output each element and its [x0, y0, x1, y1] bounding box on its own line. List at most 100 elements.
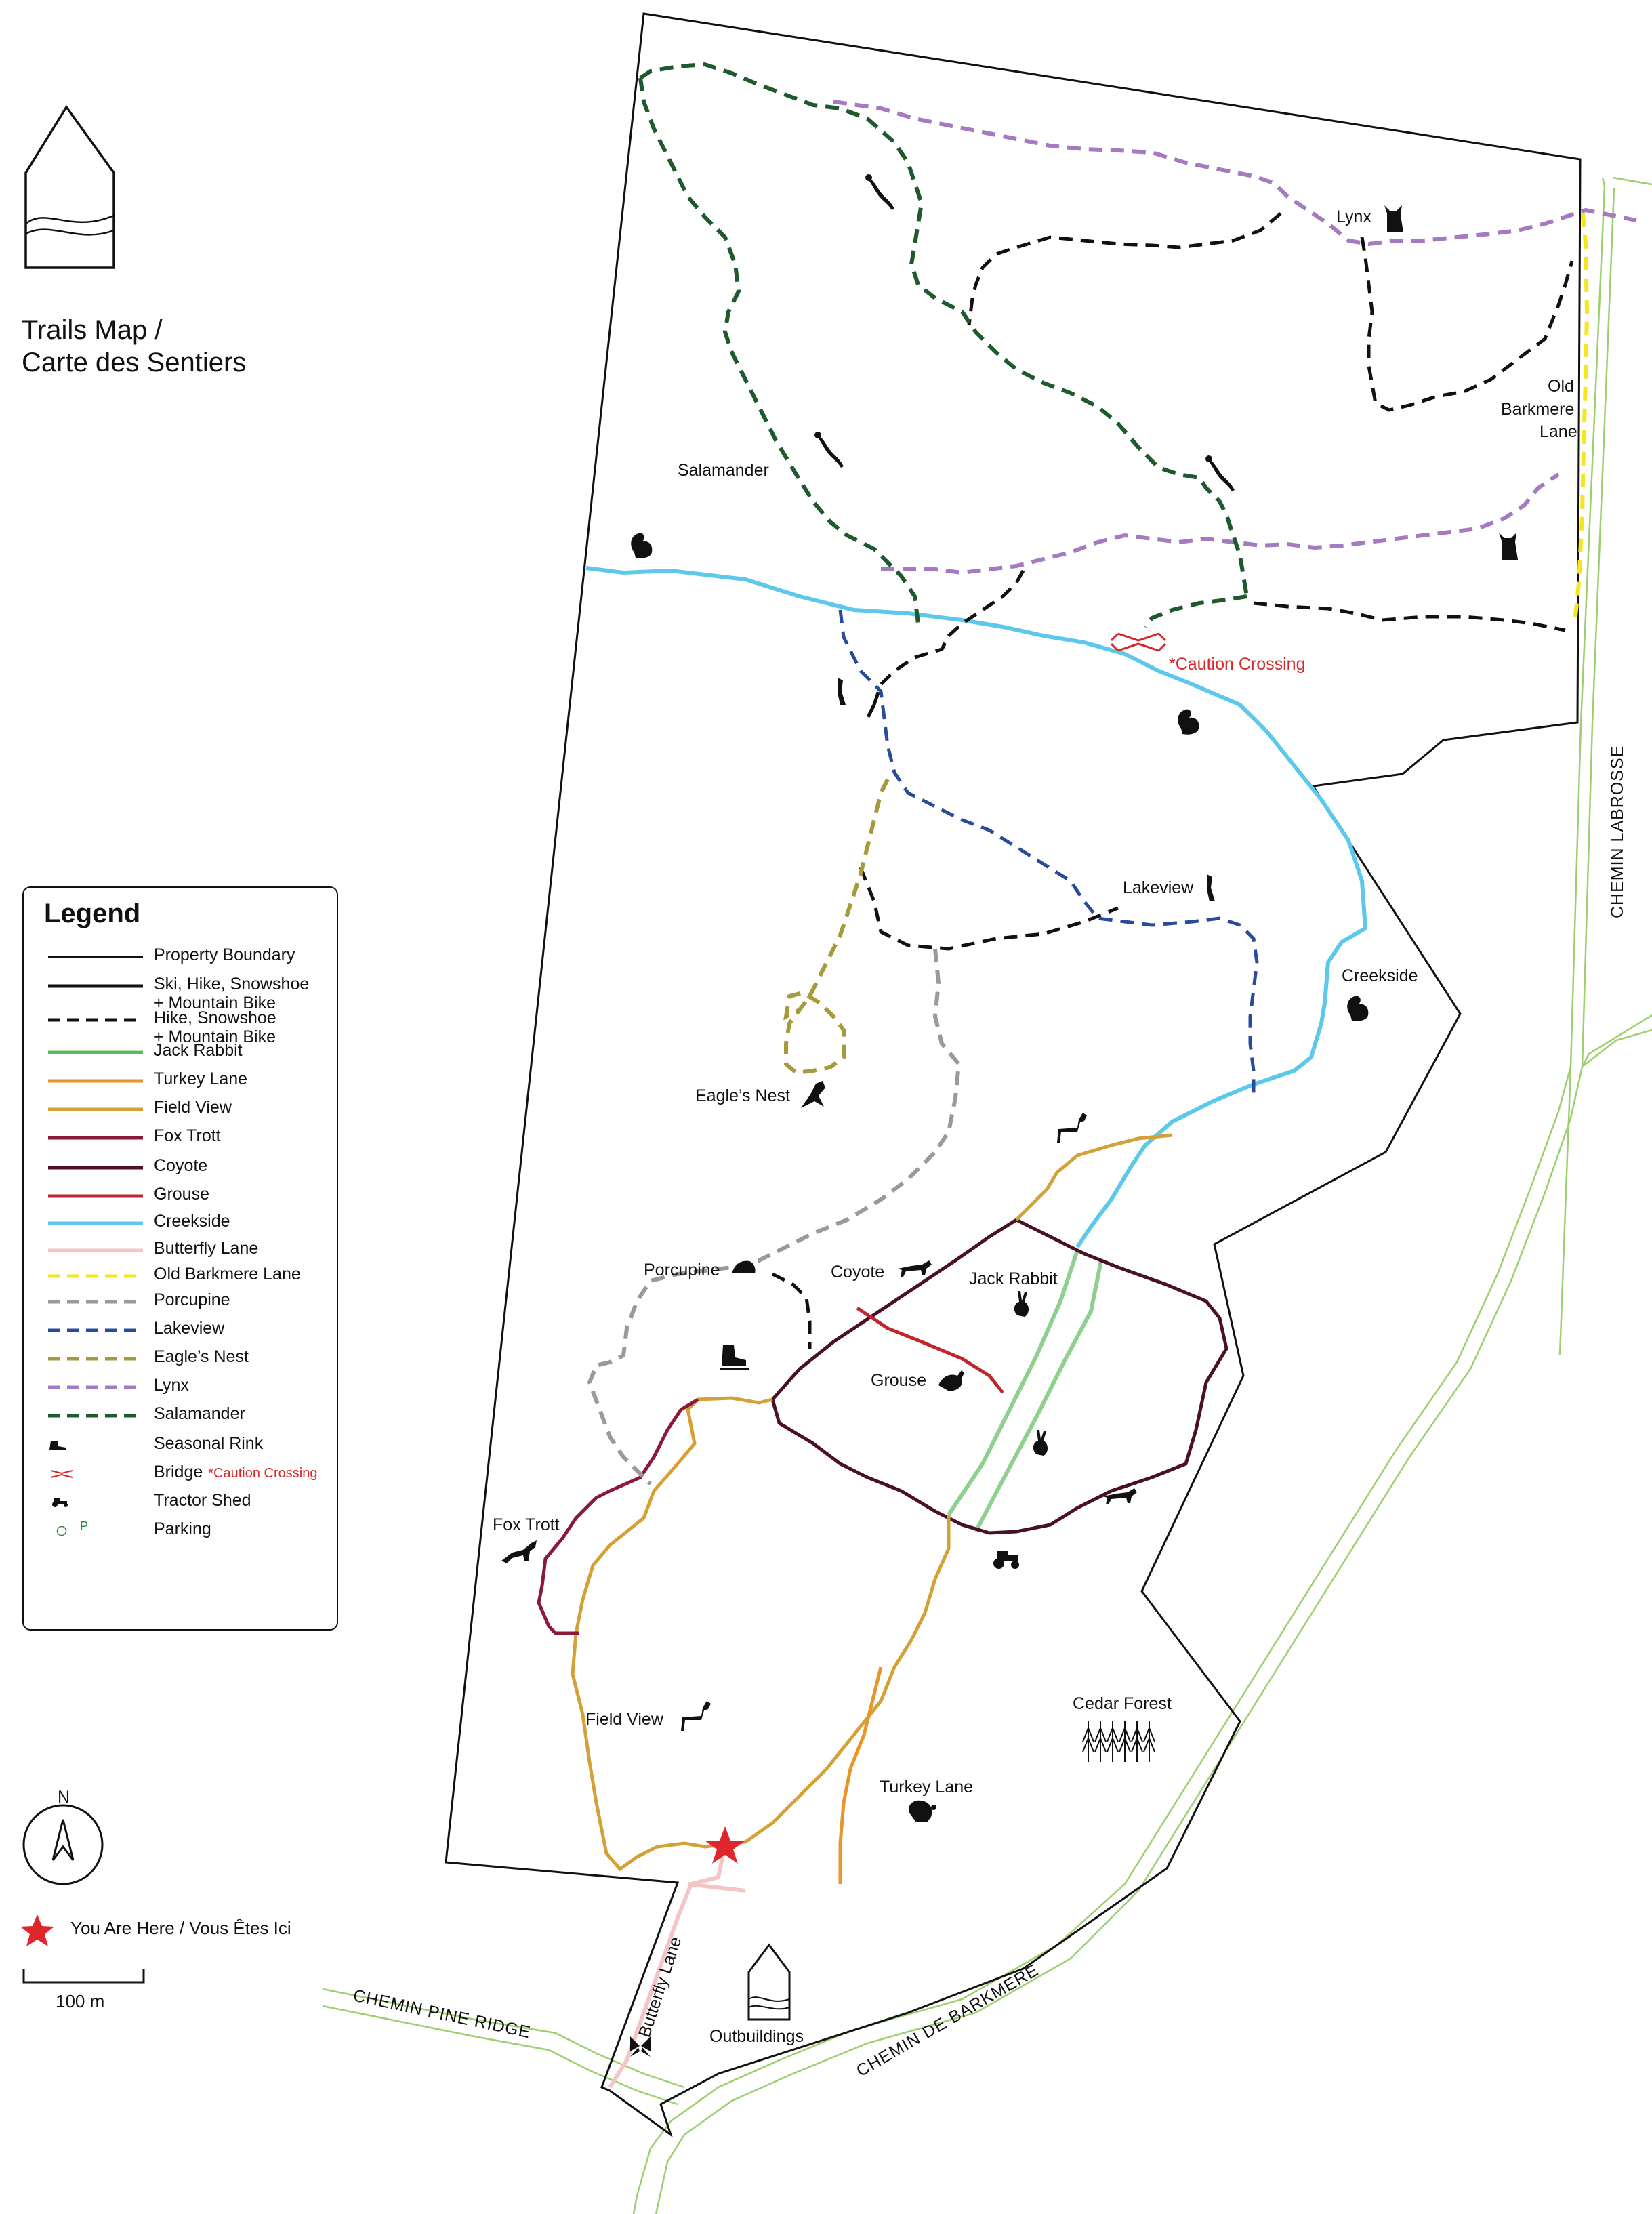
legend-label: Coyote — [154, 1156, 207, 1175]
tractor-icon — [993, 1551, 1019, 1569]
legend-label-text: Field View — [154, 1098, 232, 1117]
legend-label-text: Butterfly Lane — [154, 1239, 259, 1258]
legend-label-text: Property Boundary — [154, 945, 295, 964]
legend-swatch — [48, 984, 143, 988]
squirrel-icon — [1347, 996, 1369, 1021]
legend-item: Turkey Lane — [24, 1069, 337, 1099]
label-jack-rabbit: Jack Rabbit — [969, 1269, 1058, 1288]
legend-item: Butterfly Lane — [24, 1239, 337, 1269]
trail-salamander — [638, 62, 1249, 628]
trail-hike-snowshoe-dashed — [771, 212, 1574, 1349]
legend-item: Ski, Hike, Snowshoe+ Mountain Bike — [24, 975, 337, 1012]
legend-swatch — [48, 1385, 143, 1389]
legend-label: Bridge *Caution Crossing — [154, 1462, 317, 1483]
outbuildings-icon — [747, 1943, 791, 2021]
trail-porcupine — [587, 948, 962, 1486]
road-chemin-pine-ridge-2 — [322, 2005, 678, 2106]
legend-label: Fox Trott — [154, 1126, 221, 1145]
legend-label-text: Creekside — [154, 1212, 230, 1231]
legend-label-text-2: + Mountain Bike — [154, 1027, 276, 1046]
scale-label: 100 m — [56, 1991, 105, 2011]
lynx-icon — [1499, 533, 1518, 560]
legend-item: Field View — [24, 1098, 337, 1128]
legend-item: Salamander — [24, 1404, 337, 1434]
legend-swatch — [48, 1166, 143, 1170]
legend-swatch — [48, 956, 143, 958]
lynx-icon — [1384, 205, 1403, 232]
trail-lynx — [833, 100, 1637, 575]
bridge-icon — [50, 1470, 73, 1478]
salamander-icon — [1205, 455, 1235, 491]
legend-label-text: Bridge — [154, 1462, 203, 1481]
legend-item: Fox Trott — [24, 1126, 337, 1156]
legend-item: Coyote — [24, 1156, 337, 1186]
skate-icon — [49, 1441, 66, 1450]
rabbit-icon — [1033, 1430, 1048, 1456]
woodpecker-icon — [838, 678, 846, 705]
legend-label: Hike, Snowshoe+ Mountain Bike — [154, 1008, 276, 1046]
legend-label-text: Parking — [154, 1519, 211, 1538]
label-fox-trott: Fox Trott — [493, 1515, 560, 1534]
label-grouse: Grouse — [871, 1371, 926, 1390]
legend-label-text: Hike, Snowshoe — [154, 1008, 276, 1027]
trail-old-barkmere-lane — [1573, 213, 1590, 617]
road-chemin-pine-ridge-1 — [322, 1988, 685, 2089]
legend-label: Salamander — [154, 1404, 245, 1423]
trail-eagles-nest — [783, 778, 890, 1075]
road-chemin-labrosse-right — [1581, 176, 1652, 1067]
deer-icon — [681, 1701, 711, 1731]
property-boundary — [445, 12, 1582, 2137]
legend-label-text-2: + Mountain Bike — [154, 993, 276, 1012]
legend-label: Seasonal Rink — [154, 1434, 263, 1453]
north-arrow-icon — [51, 1819, 75, 1861]
label-old-barkmere-3: Lane — [1540, 422, 1577, 441]
label-field-view: Field View — [585, 1710, 664, 1729]
legend-item: Grouse — [24, 1185, 337, 1214]
road-labels: CHEMIN LABROSSE CHEMIN PINE RIDGE CHEMIN… — [352, 745, 1627, 2081]
label-eagles-nest: Eagle’s Nest — [695, 1086, 790, 1105]
legend-label-text: Tractor Shed — [154, 1491, 251, 1510]
fox-icon — [501, 1540, 537, 1563]
grouse-icon — [938, 1370, 964, 1391]
you-are-here-star-icon — [705, 1826, 745, 1864]
trail-field-view — [571, 1133, 1173, 1872]
legend-label: Jack Rabbit — [154, 1041, 243, 1060]
legend-label-text: Ski, Hike, Snowshoe — [154, 975, 310, 993]
legend-label: Field View — [154, 1098, 232, 1117]
trail-creekside — [585, 566, 1368, 1248]
legend-label: Porcupine — [154, 1290, 230, 1309]
road-chemin-de-barkmere-2 — [655, 1066, 1584, 2214]
you-are-here-label: You Are Here / Vous Êtes Ici — [70, 1918, 291, 1938]
legend-label-text: Old Barkmere Lane — [154, 1265, 301, 1284]
legend-item: Bridge *Caution Crossing — [24, 1462, 337, 1492]
legend-swatch — [48, 1050, 143, 1054]
legend-swatch — [52, 1498, 68, 1507]
label-old-barkmere-1: Old — [1548, 377, 1574, 396]
squirrel-icon — [1178, 709, 1199, 735]
legend-swatch — [48, 1248, 143, 1252]
legend-item: Jack Rabbit — [24, 1041, 337, 1071]
coyote-icon — [898, 1260, 932, 1277]
porcupine-icon — [732, 1260, 756, 1273]
legend-label: Turkey Lane — [154, 1069, 247, 1088]
legend-swatch — [48, 1221, 143, 1225]
legend-item: Property Boundary — [24, 945, 337, 975]
legend-label: Parking — [154, 1519, 211, 1538]
legend-item: Tractor Shed — [24, 1491, 337, 1521]
legend-item: Lynx — [24, 1376, 337, 1406]
bridge-icon — [1110, 632, 1167, 652]
legend-swatch — [48, 1018, 143, 1022]
label-salamander: Salamander — [678, 461, 769, 480]
label-old-barkmere-2: Barkmere — [1501, 400, 1574, 419]
legend-label-note: *Caution Crossing — [208, 1466, 318, 1481]
legend-label-text: Turkey Lane — [154, 1069, 248, 1088]
trail-turkey-lane — [838, 1666, 883, 1884]
legend-swatch — [50, 1470, 73, 1478]
trail-grouse — [856, 1306, 1004, 1394]
scale-bar — [22, 1969, 145, 1984]
map-labels: Salamander Lynx Old Barkmere Lane *Cauti… — [493, 207, 1577, 2046]
legend-item: Creekside — [24, 1212, 337, 1242]
salamander-icon — [814, 432, 844, 468]
